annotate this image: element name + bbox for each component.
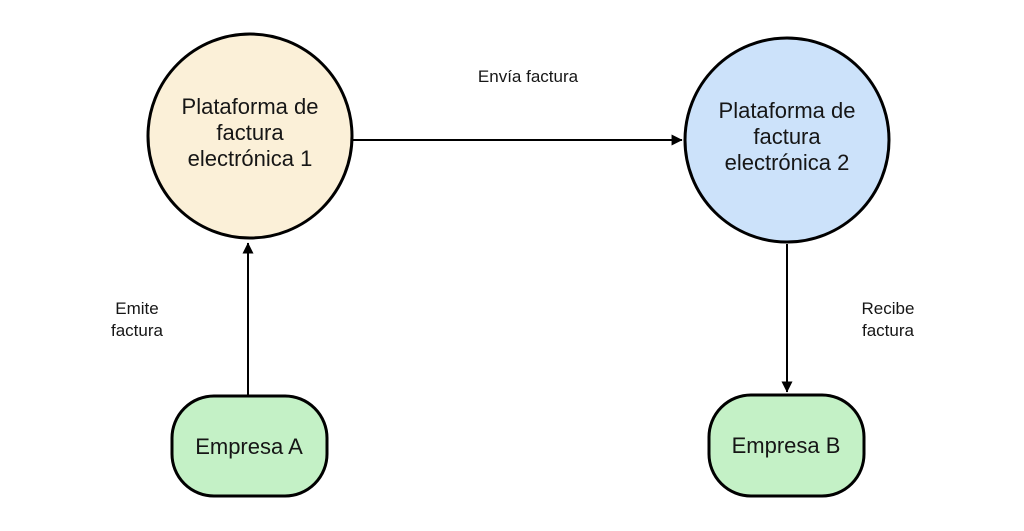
edge-send-factura: Envía factura bbox=[352, 67, 683, 146]
edge-send-label: Envía factura bbox=[478, 67, 579, 86]
platform-2-label-line-3: electrónica 2 bbox=[725, 150, 850, 175]
company-b-shape bbox=[707, 393, 866, 498]
edge-receive-label-line-2: factura bbox=[862, 321, 915, 340]
edge-emit-label-line-2: factura bbox=[111, 321, 164, 340]
edge-receive-label-line-1: Recibe bbox=[862, 299, 915, 318]
platform-1-label-line-3: electrónica 1 bbox=[188, 146, 313, 171]
platform-1-label-line-2: factura bbox=[216, 120, 284, 145]
node-platform-2: Plataforma de factura electrónica 2 bbox=[683, 36, 891, 244]
node-company-b: Empresa B bbox=[707, 393, 866, 498]
node-company-a: Empresa A bbox=[170, 394, 329, 498]
platform-2-label-line-2: factura bbox=[753, 124, 821, 149]
platform-2-circle bbox=[683, 36, 891, 244]
edge-emite-factura: Emite factura bbox=[111, 242, 254, 396]
platform-1-label-line-1: Plataforma de bbox=[182, 94, 319, 119]
edge-recibe-factura: Recibe factura bbox=[781, 244, 915, 393]
company-a-label: Empresa A bbox=[195, 434, 303, 459]
platform-2-label-line-1: Plataforma de bbox=[719, 98, 856, 123]
platform-1-circle bbox=[146, 32, 354, 240]
node-platform-1: Plataforma de factura electrónica 1 bbox=[146, 32, 354, 240]
company-a-shape bbox=[170, 394, 329, 498]
company-b-label: Empresa B bbox=[732, 433, 841, 458]
edge-emit-label-line-1: Emite bbox=[115, 299, 158, 318]
